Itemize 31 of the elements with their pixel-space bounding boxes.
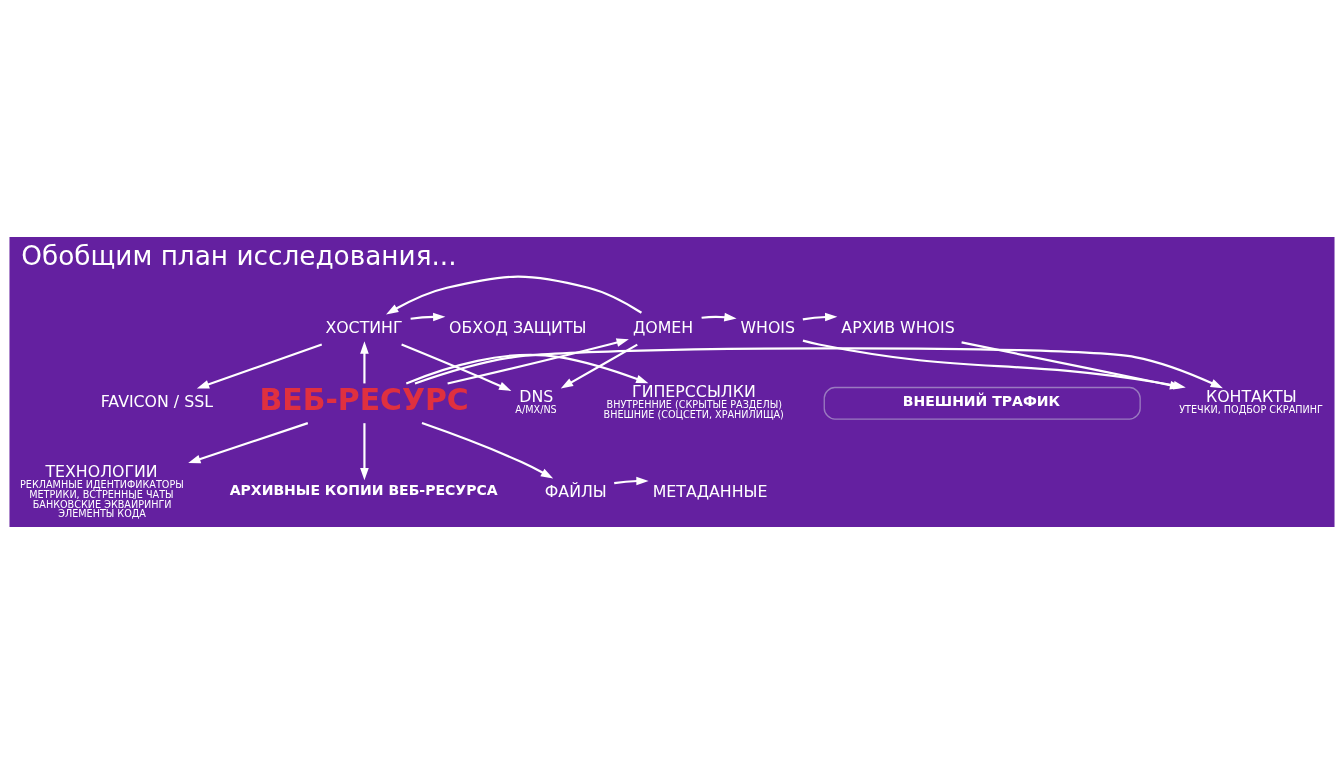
node-text: АРХИВНЫЕ КОПИИ ВЕБ-РЕСУРСА	[229, 481, 498, 498]
node-text: ФАЙЛЫ	[544, 481, 607, 501]
arrow	[447, 337, 629, 385]
node-box: ВНЕШНИЙ ТРАФИК	[823, 386, 1141, 420]
arrow	[560, 343, 638, 388]
arrow	[360, 340, 369, 383]
arrow	[196, 343, 323, 388]
node-text: DNS A/MX/NS	[515, 386, 557, 415]
node-text: ХОСТИНГ	[325, 317, 403, 337]
arrow	[421, 421, 554, 478]
arrow	[410, 312, 446, 321]
node-text: ГИПЕРССЫЛКИ ВНУТРЕННИЕ (СКРЫТЫЕ РАЗДЕЛЫ) ВНЕШНИЕ (СОЦСЕТИ, ХРАНИЛИЩА)	[603, 381, 784, 420]
arrow	[961, 340, 1183, 389]
node-text: ВЕБ-РЕСУРС	[259, 381, 469, 417]
node-text: МЕТАДАННЫЕ	[652, 481, 768, 501]
arrow	[614, 476, 649, 485]
arrow	[188, 421, 309, 463]
node-text: ДОМЕН	[632, 317, 694, 337]
arrow	[405, 353, 649, 384]
node-text: ТЕХНОЛОГИИ РЕКЛАМНЫЕ ИДЕНТИФИКАТОРЫ МЕТРИКИ, ВСТРЕННЫЕ ЧАТЫ БАНКОВСКИЕ ЭКВАЙРИНГИ ЭЛЕМЕНТЫ КОДА	[20, 461, 184, 519]
node-text: КОНТАКТЫ УТЕЧКИ, ПОДБОР СКРАПИНГ	[1179, 386, 1323, 415]
arrow	[401, 343, 512, 391]
diagram-title: Обобщим план исследования...	[21, 240, 457, 271]
arrow	[360, 422, 369, 480]
node-text: FAVICON / SSL	[100, 391, 214, 411]
arrow	[386, 275, 643, 314]
node-text: WHOIS	[740, 317, 796, 337]
node-text: ОБХОД ЗАЩИТЫ	[449, 317, 587, 337]
arrow	[802, 312, 838, 321]
arrow	[701, 312, 737, 321]
node-text: АРХИВ WHOIS	[841, 317, 955, 337]
